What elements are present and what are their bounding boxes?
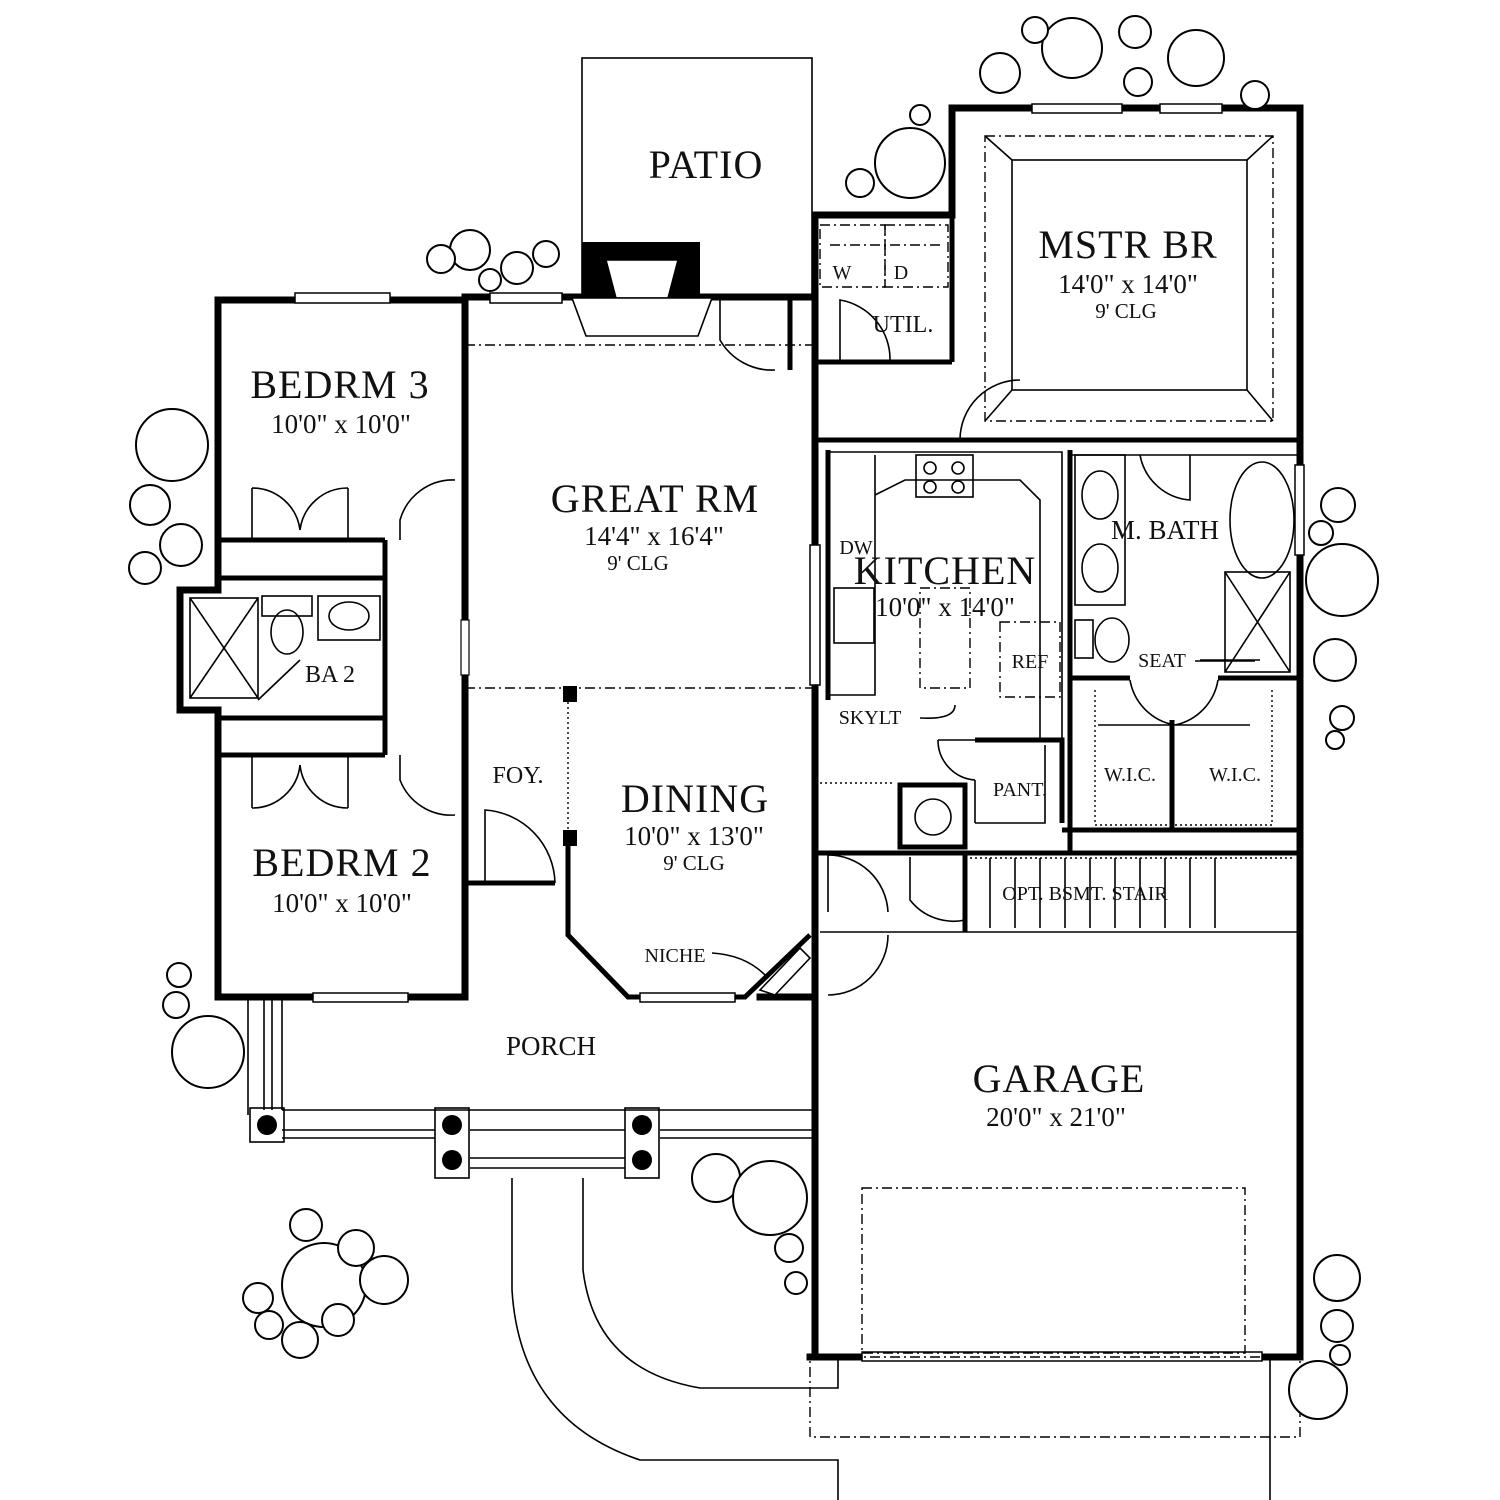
bedrm3-label: BEDRM 3: [250, 362, 429, 407]
m-bath-label: M. BATH: [1111, 515, 1219, 545]
dining-label: DINING: [621, 776, 769, 821]
patio: [570, 57, 813, 337]
pant-label: PANT.: [993, 779, 1047, 801]
mstr-br-clg: 9' CLG: [1095, 299, 1157, 323]
porch-label: PORCH: [506, 1031, 596, 1061]
garage-interior: [809, 850, 1301, 1438]
left-wing-interior: [189, 479, 456, 816]
bedrm3-size: 10'0" x 10'0": [271, 409, 411, 439]
dining-size: 10'0" x 13'0": [624, 821, 764, 851]
center-interior: [465, 300, 815, 996]
ba2-label: BA 2: [305, 662, 355, 688]
dryer-label: D: [894, 262, 908, 284]
stair-label: OPT. BSMT. STAIR: [1002, 883, 1168, 905]
wic1-label: W.I.C.: [1104, 764, 1156, 786]
great-rm-label: GREAT RM: [551, 476, 759, 521]
garage-size: 20'0" x 21'0": [986, 1102, 1126, 1132]
stair-treads: [989, 858, 1216, 928]
foy-label: FOY.: [493, 763, 544, 789]
mstr-br-tray: [984, 135, 1274, 422]
dining-clg: 9' CLG: [663, 851, 725, 875]
washer-label: W: [833, 262, 852, 284]
mstr-br-label: MSTR BR: [1038, 222, 1217, 267]
ref-label: REF: [1012, 651, 1049, 673]
util-label: UTIL.: [873, 312, 934, 338]
windows: [294, 103, 1305, 1362]
master-bath-interior: [1062, 450, 1300, 855]
dishwasher-label: DW: [839, 537, 872, 559]
patio-label: PATIO: [649, 142, 764, 187]
utility: [815, 215, 1300, 443]
skylt-label: SKYLT: [839, 707, 902, 729]
wic2-label: W.I.C.: [1209, 764, 1261, 786]
kitchen-size: 10'0" x 14'0": [875, 592, 1015, 622]
great-rm-clg: 9' CLG: [607, 551, 669, 575]
walkway: [511, 1178, 1271, 1500]
bedrm2-label: BEDRM 2: [252, 840, 431, 885]
bedrm2-size: 10'0" x 10'0": [272, 888, 412, 918]
kitchen-label: KITCHEN: [854, 548, 1037, 593]
mstr-br-size: 14'0" x 14'0": [1058, 269, 1198, 299]
kitchen-interior: [820, 450, 1065, 850]
garage-label: GARAGE: [973, 1056, 1146, 1101]
shrubs: [128, 15, 1379, 1420]
porch: [247, 1000, 812, 1179]
great-rm-size: 14'4" x 16'4": [584, 521, 724, 551]
room-labels: PATIO MSTR BR 14'0" x 14'0" 9' CLG UTIL.…: [250, 142, 1261, 1132]
seat-label: SEAT: [1138, 650, 1186, 672]
niche-label: NICHE: [644, 945, 705, 967]
